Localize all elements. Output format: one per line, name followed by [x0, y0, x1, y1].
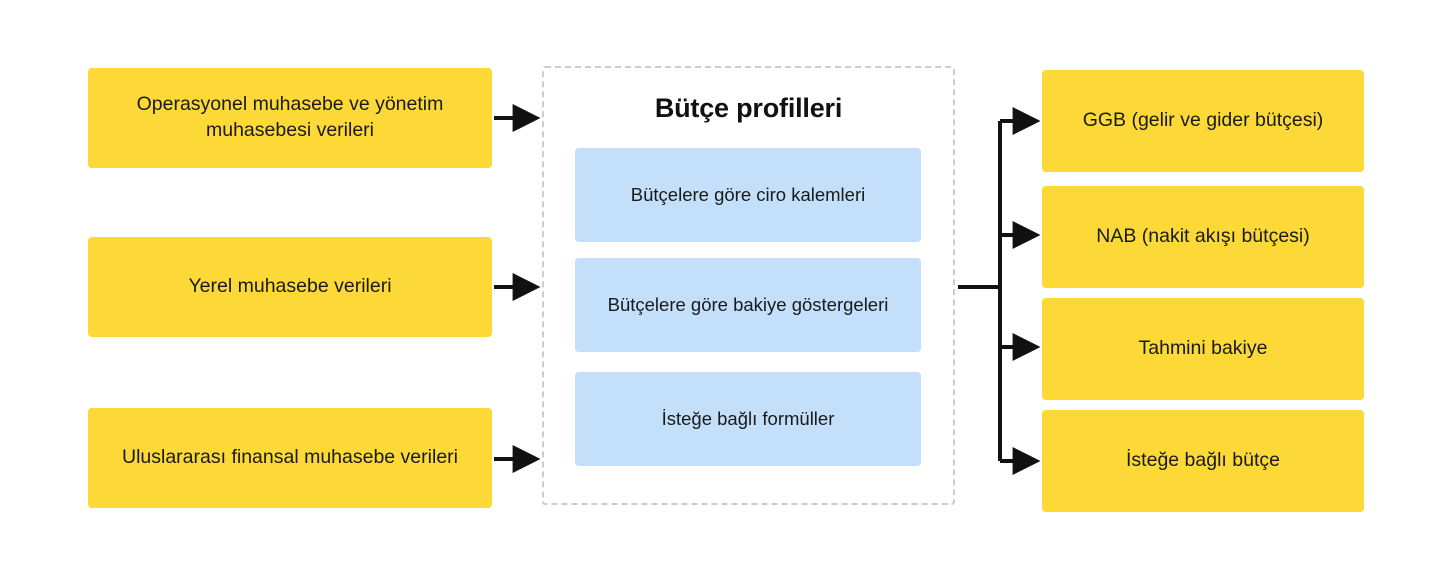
feature-box-optional-formulas: İsteğe bağlı formüller [575, 372, 921, 466]
feature-box-balance-indicators: Bütçelere göre bakiye göstergeleri [575, 258, 921, 352]
output-box-optional-budget: İsteğe bağlı bütçe [1042, 410, 1364, 512]
output-box-ggb: GGB (gelir ve gider bütçesi) [1042, 70, 1364, 172]
output-box-estimated-balance: Tahmini bakiye [1042, 298, 1364, 400]
budget-profiles-group [542, 66, 955, 505]
budget-profiles-title: Bütçe profilleri [654, 93, 843, 123]
feature-box-turnover-items: Bütçelere göre ciro kalemleri [575, 148, 921, 242]
source-box-operational: Operasyonel muhasebe ve yönetim muhasebe… [88, 68, 492, 168]
arrow-group-to-outputs-trunk [958, 121, 1002, 461]
output-box-nab: NAB (nakit akışı bütçesi) [1042, 186, 1364, 288]
source-box-local: Yerel muhasebe verileri [88, 237, 492, 337]
source-box-international: Uluslararası finansal muhasebe verileri [88, 408, 492, 508]
